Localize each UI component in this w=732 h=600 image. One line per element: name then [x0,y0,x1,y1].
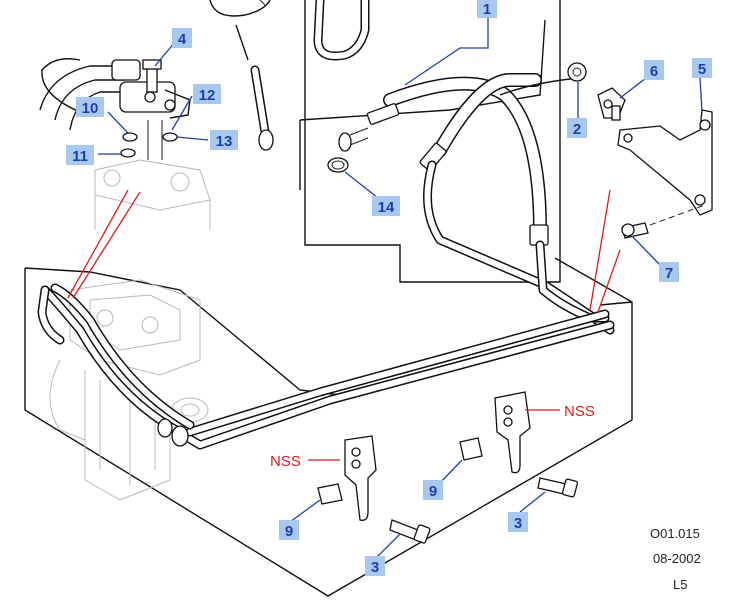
svg-text:11: 11 [72,148,88,165]
reference-series: L5 [673,577,687,592]
callout-5: 5 [692,58,712,78]
callout-3b: 3 [508,512,528,532]
blue-leader-lines [98,15,703,559]
svg-text:3: 3 [514,515,522,532]
cooler-hose-assembly [327,73,581,246]
pipe-clip-brackets [317,391,579,544]
callout-7: 7 [659,262,679,282]
svg-text:10: 10 [82,100,99,117]
svg-text:14: 14 [378,199,395,216]
svg-text:9: 9 [285,523,293,540]
callout-9b: 9 [423,480,443,500]
callout-13: 13 [210,130,238,150]
bracket-assembly [567,62,713,239]
svg-text:2: 2 [573,121,581,138]
callout-9a: 9 [279,520,299,540]
dipstick-tube [209,0,370,151]
engine-block-outline [259,0,561,283]
callout-4: 4 [172,28,192,48]
svg-text:3: 3 [371,559,379,576]
callout-12: 12 [193,84,221,104]
reference-date: 08-2002 [653,551,701,566]
reference-code: O01.015 [650,526,700,541]
callout-6: 6 [644,60,664,80]
svg-text:12: 12 [199,87,216,104]
union-assembly [39,58,211,230]
svg-text:13: 13 [216,133,233,150]
callout-3a: 3 [365,556,385,576]
nss-label-left: NSS [270,453,301,470]
transmission-tray [24,257,633,597]
callout-14: 14 [372,196,400,216]
callout-11: 11 [66,145,94,165]
svg-text:5: 5 [698,61,706,78]
red-leader-lines [67,189,621,461]
nss-label-right: NSS [564,403,595,420]
svg-text:9: 9 [429,483,437,500]
callout-2: 2 [567,118,587,138]
rigid-cooler-pipes [37,160,615,450]
callout-10: 10 [76,97,104,117]
svg-text:7: 7 [665,265,673,282]
svg-text:6: 6 [650,63,658,80]
svg-text:4: 4 [178,31,187,48]
callout-1: 1 [477,0,497,18]
svg-text:1: 1 [483,1,491,18]
